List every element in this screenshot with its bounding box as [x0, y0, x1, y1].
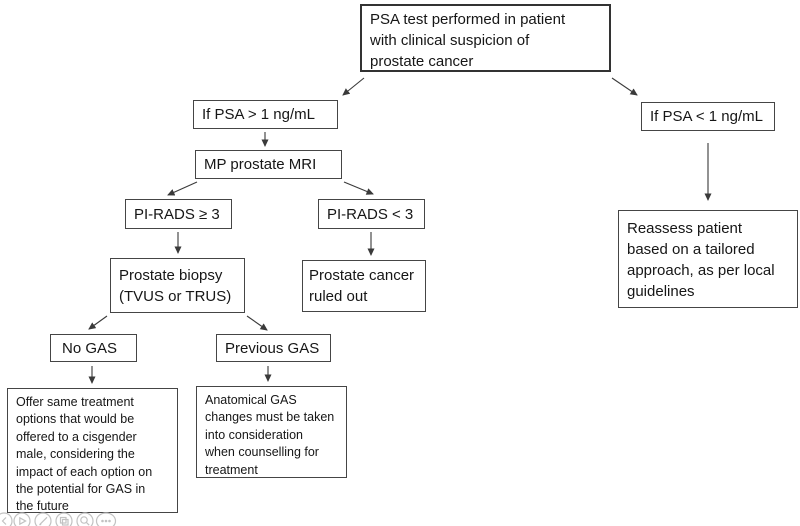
- edit-icon[interactable]: [34, 512, 52, 526]
- node-anatomical-gas: Anatomical GAS changes must be taken int…: [196, 386, 347, 478]
- node-mp-prostate-mri: MP prostate MRI: [195, 150, 342, 179]
- node-reassess-patient: Reassess patient based on a tailored app…: [618, 210, 798, 308]
- node-psa-above-1: If PSA > 1 ng/mL: [193, 100, 338, 129]
- node-offer-treatment: Offer same treatment options that would …: [7, 388, 178, 513]
- play-icon[interactable]: [13, 512, 31, 526]
- node-pirads-lt-3: PI-RADS < 3: [318, 199, 425, 229]
- node-no-gas: No GAS: [50, 334, 137, 362]
- node-prostate-biopsy: Prostate biopsy (TVUS or TRUS): [110, 258, 245, 313]
- viewer-toolbar: [0, 512, 117, 526]
- node-pirads-ge-3: PI-RADS ≥ 3: [125, 199, 232, 229]
- node-previous-gas: Previous GAS: [216, 334, 331, 362]
- node-cancer-ruled-out: Prostate cancer ruled out: [302, 260, 426, 312]
- copy-icon[interactable]: [55, 512, 73, 526]
- node-psa-below-1: If PSA < 1 ng/mL: [641, 102, 775, 131]
- previous-icon[interactable]: [0, 512, 13, 526]
- more-icon[interactable]: [95, 512, 117, 526]
- node-psa-test: PSA test performed in patient with clini…: [360, 4, 611, 72]
- zoom-icon[interactable]: [76, 512, 94, 526]
